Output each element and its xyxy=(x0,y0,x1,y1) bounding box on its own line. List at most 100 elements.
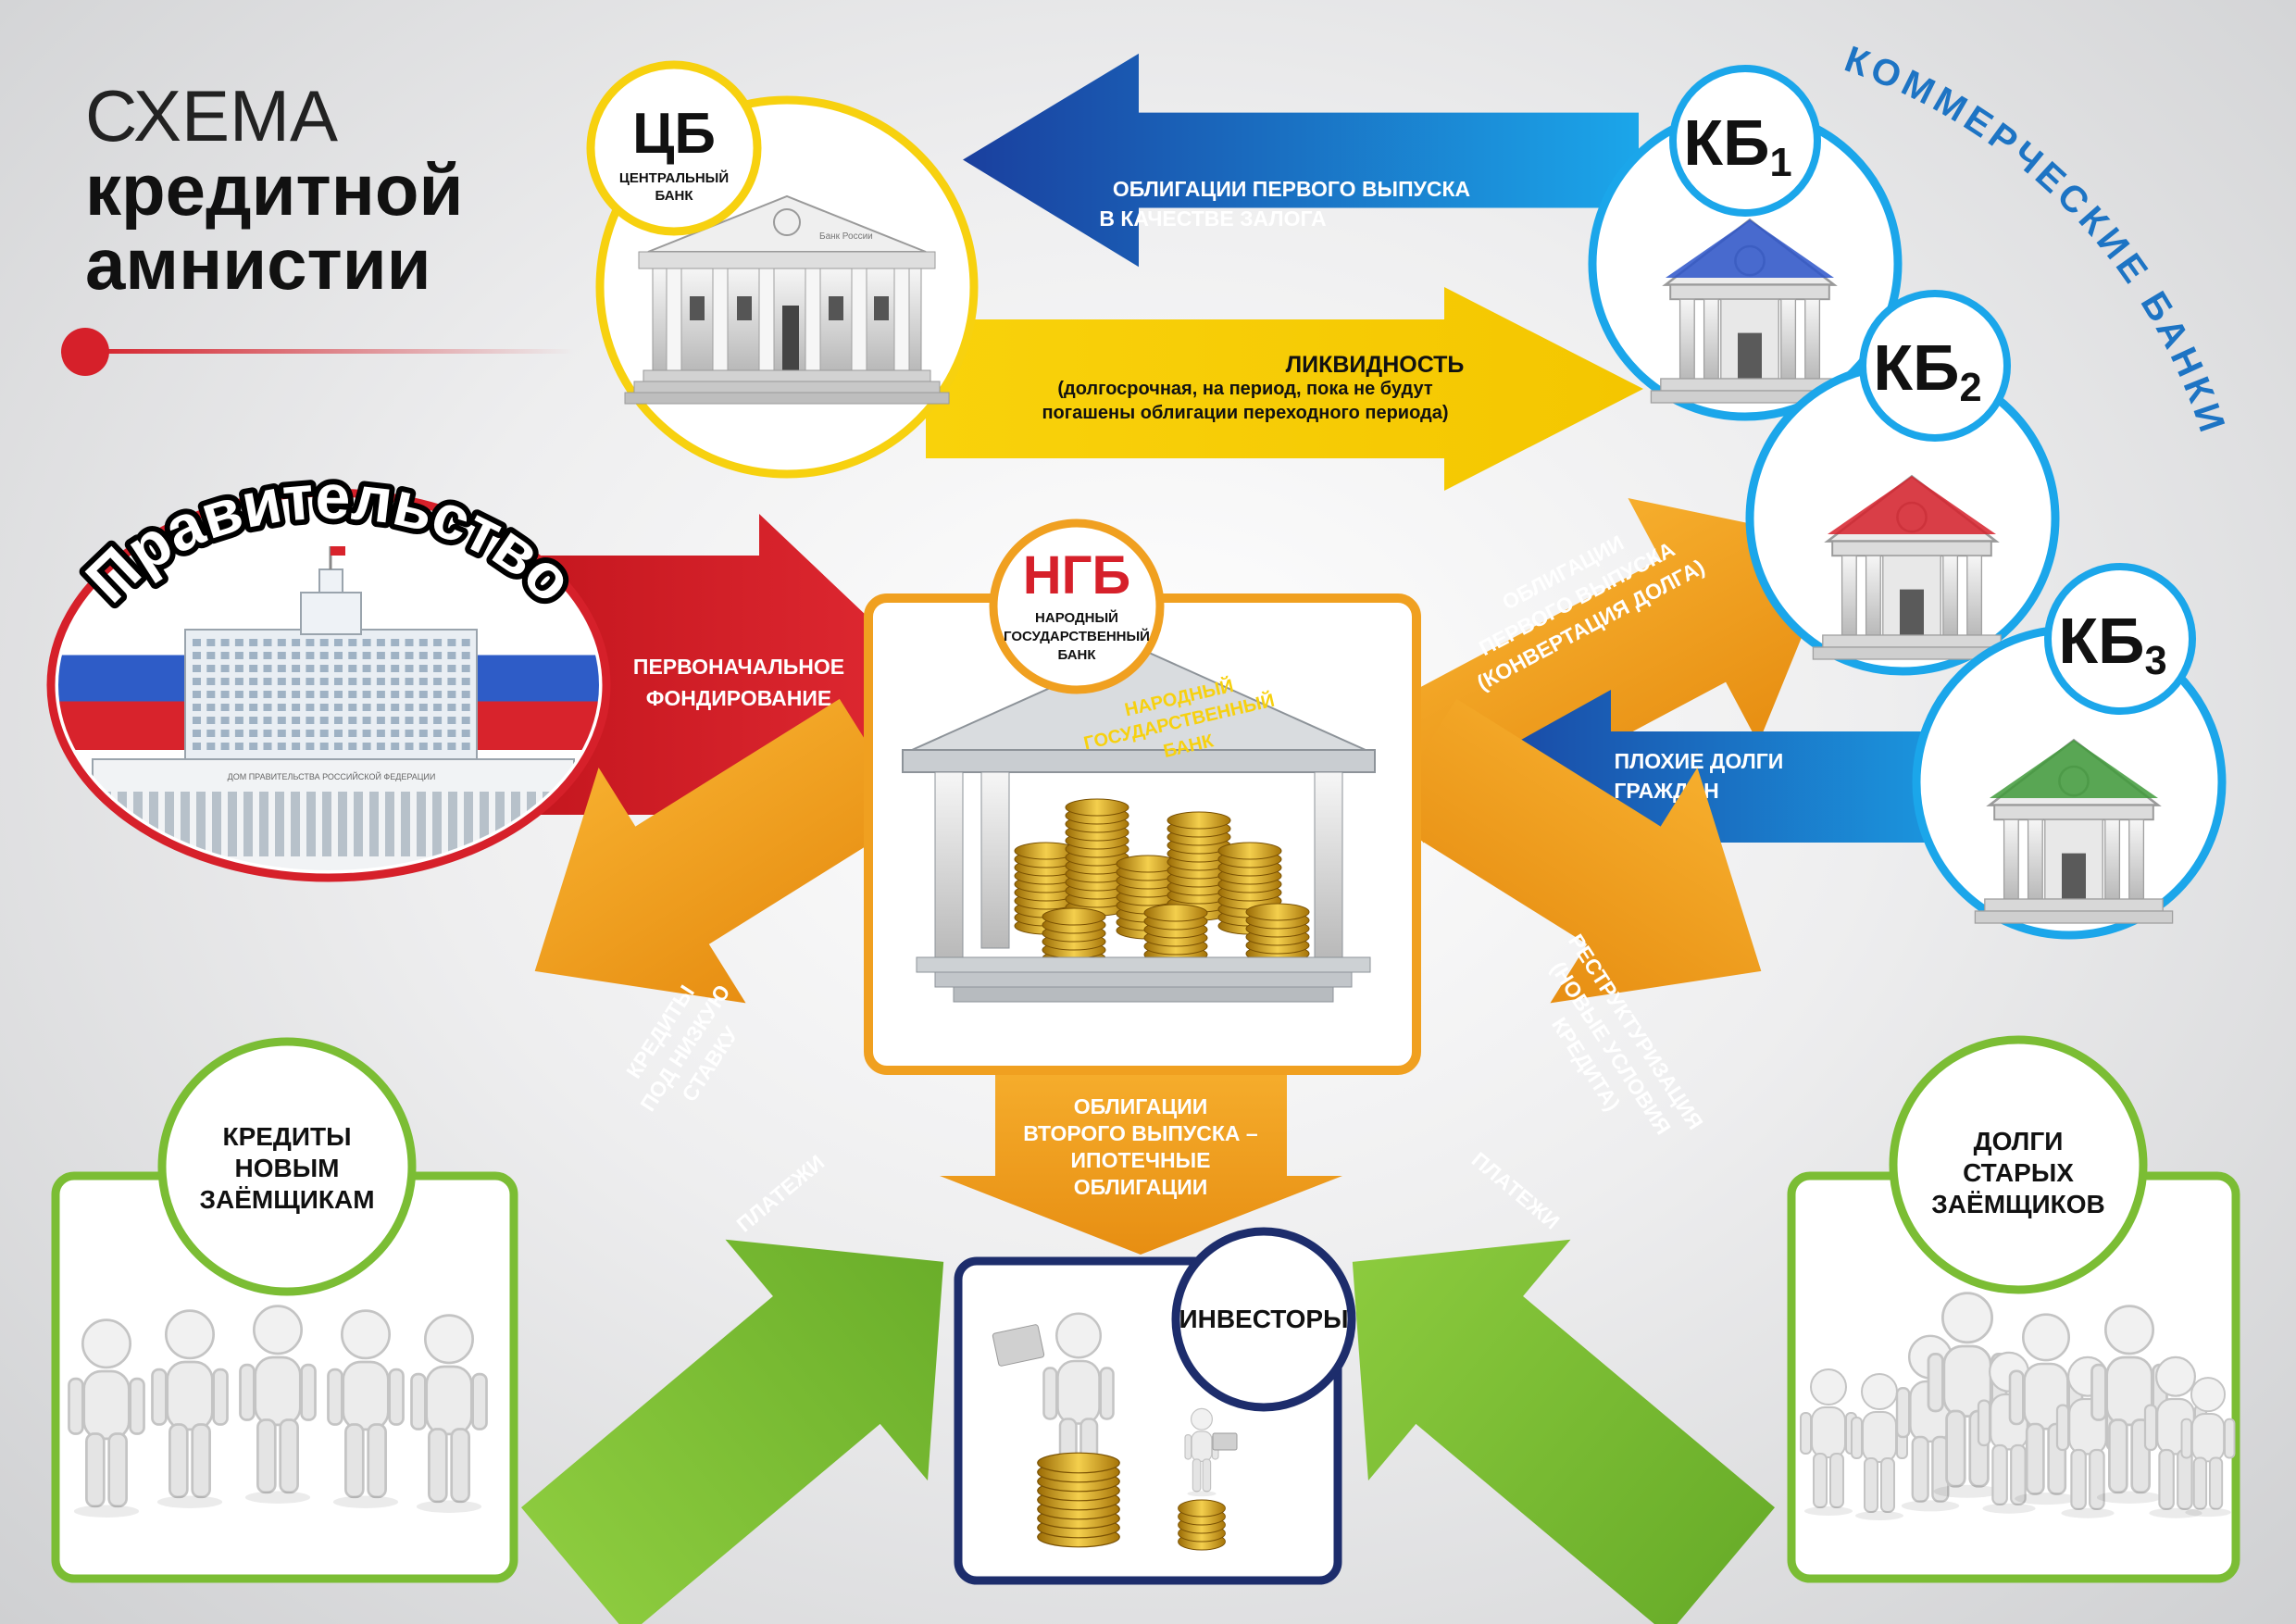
window xyxy=(391,743,400,750)
window xyxy=(319,717,329,724)
window xyxy=(391,665,400,672)
central-bank-building-label: Банк России xyxy=(819,231,873,242)
central-bank-building: Банк России xyxy=(624,194,950,405)
window xyxy=(206,717,216,724)
window xyxy=(418,639,428,646)
title-underline xyxy=(85,349,574,354)
window xyxy=(433,717,443,724)
colonnade-window xyxy=(243,792,253,856)
window xyxy=(461,704,470,711)
window xyxy=(306,704,315,711)
window xyxy=(461,665,470,672)
colonnade-window xyxy=(306,792,316,856)
colonnade-window xyxy=(432,792,442,856)
window xyxy=(334,717,343,724)
window xyxy=(319,743,329,750)
colonnade-window xyxy=(354,792,363,856)
window xyxy=(206,678,216,685)
commercial-bank-2-label: КБ2 xyxy=(1873,331,1981,410)
window xyxy=(234,704,243,711)
gold-coin xyxy=(1217,842,1282,860)
window xyxy=(391,678,400,685)
colonnade-window xyxy=(448,792,457,856)
window xyxy=(461,639,470,646)
window xyxy=(376,665,385,672)
window xyxy=(461,652,470,659)
label-mortgage-bonds-4: ОБЛИГАЦИИ xyxy=(1074,1175,1208,1199)
window xyxy=(220,743,230,750)
ngb-name-2: ГОСУДАРСТВЕННЫЙ xyxy=(1004,628,1150,644)
window xyxy=(263,691,272,698)
window xyxy=(234,691,243,698)
label-mortgage-bonds-1: ОБЛИГАЦИИ xyxy=(1074,1094,1208,1118)
window xyxy=(193,704,201,711)
window xyxy=(193,678,201,685)
window xyxy=(362,743,371,750)
window xyxy=(362,730,371,737)
window xyxy=(447,652,456,659)
window xyxy=(348,743,357,750)
window xyxy=(376,743,385,750)
window xyxy=(193,730,201,737)
government-windows xyxy=(102,639,568,856)
window xyxy=(306,652,315,659)
colonnade-window xyxy=(322,792,331,856)
investor-coins-large xyxy=(1037,1452,1120,1548)
central-bank-abbr: ЦБ xyxy=(632,102,716,166)
title-line-1: СХЕМА xyxy=(85,75,338,156)
window xyxy=(319,704,329,711)
label-mortgage-bonds-3: ИПОТЕЧНЫЕ xyxy=(1071,1148,1211,1172)
commercial-bank-2-badge xyxy=(1859,290,2011,442)
window xyxy=(319,652,329,659)
central-bank-badge xyxy=(586,60,762,236)
window xyxy=(319,730,329,737)
label-bonds-collateral-1: ОБЛИГАЦИИ ПЕРВОГО ВЫПУСКА xyxy=(1113,177,1470,201)
gold-coin xyxy=(1167,811,1231,830)
new-borrowers-line-1: КРЕДИТЫ xyxy=(222,1122,351,1151)
window xyxy=(263,704,272,711)
window xyxy=(234,678,243,685)
window xyxy=(433,691,443,698)
window xyxy=(193,717,201,724)
window xyxy=(220,704,230,711)
window xyxy=(306,691,315,698)
ngb-building: НАРОДНЫЙ ГОСУДАРСТВЕННЫЙ БАНК xyxy=(902,646,1376,1003)
window xyxy=(292,730,301,737)
window xyxy=(206,730,216,737)
colonnade-window xyxy=(291,792,300,856)
arrow-liquidity: ЛИКВИДНОСТЬ (долгосрочная, на период, по… xyxy=(926,287,1643,491)
window xyxy=(376,730,385,737)
title-block: СХЕМА кредитной амнистии xyxy=(61,75,574,376)
window xyxy=(348,639,357,646)
window xyxy=(447,691,456,698)
label-bonds-collateral-2: В КАЧЕСТВЕ ЗАЛОГА xyxy=(1099,206,1326,231)
window xyxy=(461,743,470,750)
window xyxy=(376,678,385,685)
window xyxy=(405,730,414,737)
window xyxy=(234,717,243,724)
window xyxy=(334,743,343,750)
old-borrowers-circle xyxy=(1889,1035,2148,1294)
commercial-bank-1-badge xyxy=(1669,65,1821,217)
window xyxy=(319,678,329,685)
colonnade-window xyxy=(228,792,237,856)
window xyxy=(206,704,216,711)
ngb-abbr: НГБ xyxy=(1023,545,1130,606)
window xyxy=(418,743,428,750)
gold-coin xyxy=(1178,1499,1226,1518)
investors-circle xyxy=(1171,1227,1356,1412)
window xyxy=(362,717,371,724)
window xyxy=(433,730,443,737)
window xyxy=(348,691,357,698)
window xyxy=(249,704,258,711)
label-liquidity-1: ЛИКВИДНОСТЬ xyxy=(1286,352,1465,378)
window xyxy=(277,730,286,737)
window xyxy=(277,678,286,685)
colonnade-window xyxy=(495,792,505,856)
window xyxy=(292,639,301,646)
government-building-sign: ДОМ ПРАВИТЕЛЬСТВА РОССИЙСКОЙ ФЕДЕРАЦИИ xyxy=(228,771,436,781)
window xyxy=(249,652,258,659)
window xyxy=(249,717,258,724)
window xyxy=(418,730,428,737)
